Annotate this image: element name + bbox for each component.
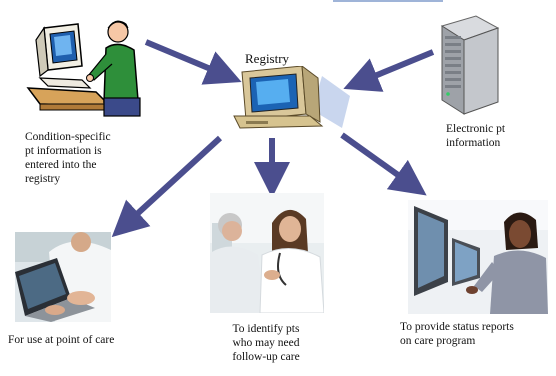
server-tower-icon: [436, 10, 502, 118]
registry-label: Registry: [245, 51, 290, 66]
followup-caption-line: who may need: [232, 337, 300, 349]
clinician-caption-line: pt information is: [25, 145, 102, 157]
status-reports-caption: To provide status reports on care progra…: [400, 320, 552, 348]
woman-at-computer-photo: [408, 200, 548, 314]
clinician-caption: Condition-specific pt information is ent…: [25, 130, 165, 186]
doctor-with-elderly-patient-photo: [210, 193, 324, 313]
followup-caption: To identify pts who may need follow-up c…: [206, 322, 326, 364]
point-of-care-caption: For use at point of care: [8, 334, 115, 346]
clinician-caption-line: Condition-specific: [25, 131, 111, 143]
arrow-clinician-to-registry: [144, 39, 242, 85]
ehr-caption-line: information: [446, 137, 501, 149]
registry-computer-icon: [232, 66, 350, 132]
arrow-ehr-to-registry: [343, 49, 435, 92]
arrow-registry-to-reports: [340, 132, 427, 196]
clinician-using-laptop-photo: [15, 232, 111, 322]
clinician-caption-line: registry: [25, 173, 61, 185]
status-reports-caption-line: on care program: [400, 335, 476, 347]
followup-caption-line: follow-up care: [232, 351, 300, 363]
ehr-caption: Electronic pt information: [446, 122, 546, 150]
person-at-computer-icon: [26, 10, 144, 120]
arrow-registry-to-point-of-care: [111, 135, 223, 238]
ehr-caption-line: Electronic pt: [446, 123, 506, 135]
accent-line: [333, 0, 443, 2]
clinician-caption-line: entered into the: [25, 159, 97, 171]
status-reports-caption-line: To provide status reports: [400, 321, 514, 333]
followup-caption-line: To identify pts: [232, 323, 300, 335]
